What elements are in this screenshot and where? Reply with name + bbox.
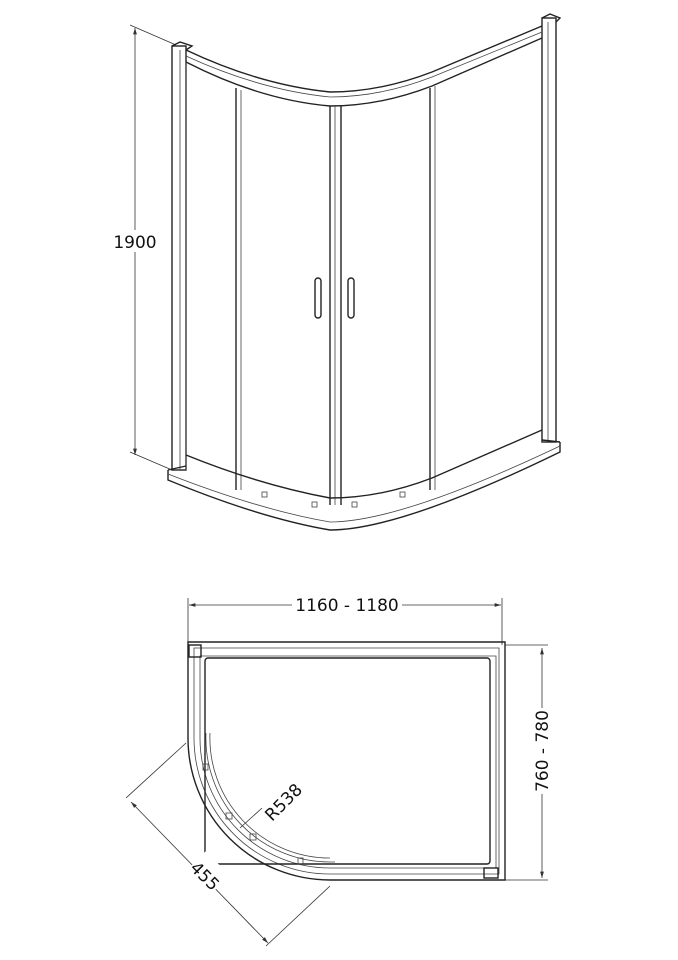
enclosure-outline (187, 641, 506, 881)
height-dimension: 1900 (108, 24, 177, 471)
right-handle-icon (347, 277, 355, 319)
height-label: 1900 (113, 233, 156, 253)
door-handles (314, 277, 355, 319)
right-post (541, 13, 562, 443)
radius-dimension: R538 (239, 780, 307, 829)
diagonal-dimension: 455 (125, 742, 331, 947)
shower-tray (167, 429, 561, 531)
plan-view: 1160 - 1180 760 - 780 R538 (125, 594, 553, 947)
width-label: 1160 - 1180 (295, 596, 398, 616)
top-rail (185, 25, 543, 107)
width-dimension: 1160 - 1180 (187, 594, 503, 645)
left-handle-icon (314, 277, 322, 319)
corner-post-icon (483, 867, 499, 879)
depth-dimension: 760 - 780 (505, 644, 553, 881)
radius-label: R538 (261, 780, 306, 825)
elevation-view: 1900 (108, 13, 562, 531)
left-post (171, 41, 194, 471)
panels (185, 62, 436, 505)
depth-label: 760 - 780 (533, 710, 553, 792)
corner-post-icon (188, 644, 202, 658)
